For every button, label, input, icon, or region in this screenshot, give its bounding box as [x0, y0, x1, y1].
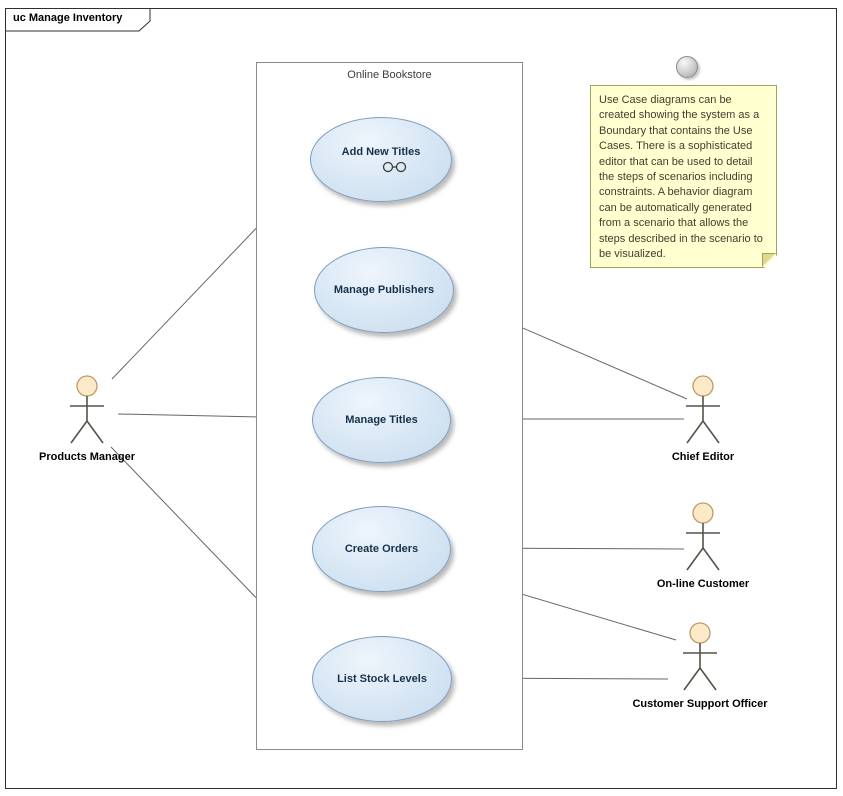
actor-label: Customer Support Officer	[632, 698, 768, 710]
note[interactable]: Use Case diagrams can be created showing…	[590, 85, 777, 268]
use-case-label: Manage Publishers	[333, 284, 435, 296]
use-case-label: Manage Titles	[345, 414, 418, 426]
frame-label-tab[interactable]: uc Manage Inventory	[5, 8, 151, 32]
linked-circles-icon	[382, 161, 407, 173]
actor-label: Chief Editor	[671, 451, 735, 463]
use-case-list-stock-levels[interactable]: List Stock Levels	[312, 636, 452, 722]
frame-tab-shape	[5, 8, 151, 32]
stick-figure-icon	[70, 375, 104, 444]
use-case-label: Create Orders	[344, 543, 419, 555]
stick-figure-icon	[686, 502, 720, 571]
actor-label: Products Manager	[39, 451, 135, 463]
actor-online-customer[interactable]: On-line Customer	[643, 502, 763, 590]
stick-figure-icon	[683, 622, 717, 691]
actor-products-manager[interactable]: Products Manager	[27, 375, 147, 463]
boundary-title: Online Bookstore	[347, 69, 432, 81]
use-case-manage-publishers[interactable]: Manage Publishers	[314, 247, 454, 333]
use-case-label: Add New Titles	[341, 146, 421, 158]
use-case-label: List Stock Levels	[337, 673, 427, 685]
use-case-create-orders[interactable]: Create Orders	[312, 506, 451, 592]
actor-customer-support-officer[interactable]: Customer Support Officer	[610, 622, 790, 710]
use-case-add-new-titles[interactable]: Add New Titles	[310, 117, 452, 202]
frame-title: uc Manage Inventory	[13, 12, 123, 24]
stick-figure-icon	[686, 375, 720, 444]
actor-label: On-line Customer	[656, 578, 750, 590]
sphere-icon[interactable]	[676, 56, 698, 78]
actor-chief-editor[interactable]: Chief Editor	[643, 375, 763, 463]
diagram-frame	[5, 8, 837, 789]
note-text: Use Case diagrams can be created showing…	[599, 94, 763, 260]
use-case-manage-titles[interactable]: Manage Titles	[312, 377, 451, 463]
